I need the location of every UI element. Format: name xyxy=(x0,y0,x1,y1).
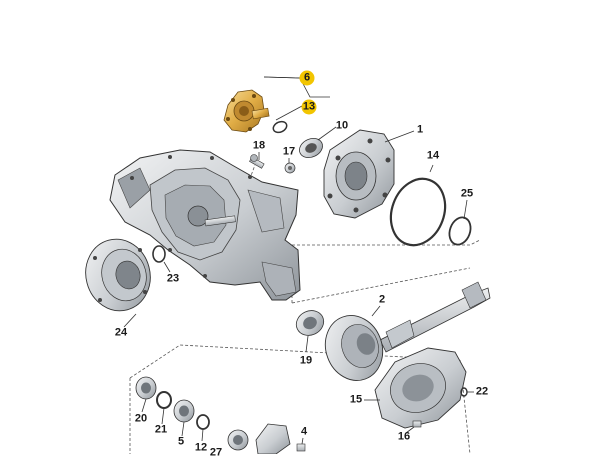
callout-21: 21 xyxy=(154,423,168,436)
oring-part-25 xyxy=(448,216,472,246)
callout-4: 4 xyxy=(300,425,308,438)
bearing-part-27 xyxy=(227,429,249,451)
callout-19: 19 xyxy=(299,354,313,367)
ring-part-12 xyxy=(196,414,210,430)
callout-15: 15 xyxy=(349,393,363,406)
callout-1: 1 xyxy=(416,123,424,136)
callout-18: 18 xyxy=(252,139,266,152)
callout-24: 24 xyxy=(114,326,128,339)
callout-10: 10 xyxy=(335,119,349,132)
bearing-part-20 xyxy=(135,376,157,400)
bracket-part xyxy=(255,423,291,454)
callout-16: 16 xyxy=(397,430,411,443)
bearing-part-19 xyxy=(295,310,325,336)
oring-part-23 xyxy=(152,245,166,263)
callout-14: 14 xyxy=(426,149,440,162)
gearbox-housing xyxy=(109,149,301,301)
oring-part-14 xyxy=(389,177,447,247)
callout-17: 17 xyxy=(282,145,296,158)
bearing-part-5 xyxy=(173,399,195,423)
callout-22: 22 xyxy=(475,385,489,398)
plug-part-17 xyxy=(284,162,296,174)
callout-20: 20 xyxy=(134,412,148,425)
callout-6: 6 xyxy=(299,70,315,86)
leader-lines xyxy=(123,76,474,445)
seal-part-10 xyxy=(299,137,323,159)
cover-part-15 xyxy=(374,347,467,429)
bolt-part-16 xyxy=(412,420,422,428)
callout-2: 2 xyxy=(378,293,386,306)
flange-part-6 xyxy=(223,89,270,133)
bolt-part-18 xyxy=(249,154,265,169)
callout-23: 23 xyxy=(166,272,180,285)
ring-part-21 xyxy=(156,391,172,409)
oring-part-13 xyxy=(272,120,288,134)
bolt-part-4 xyxy=(296,443,306,452)
callout-27: 27 xyxy=(209,446,223,459)
cover-part-1 xyxy=(323,129,395,219)
callout-25: 25 xyxy=(460,187,474,200)
callout-5: 5 xyxy=(177,435,185,448)
flange-part-24 xyxy=(85,238,151,312)
callout-12: 12 xyxy=(194,441,208,454)
callout-13: 13 xyxy=(301,99,317,115)
ring-gear-part-2 xyxy=(324,281,491,381)
